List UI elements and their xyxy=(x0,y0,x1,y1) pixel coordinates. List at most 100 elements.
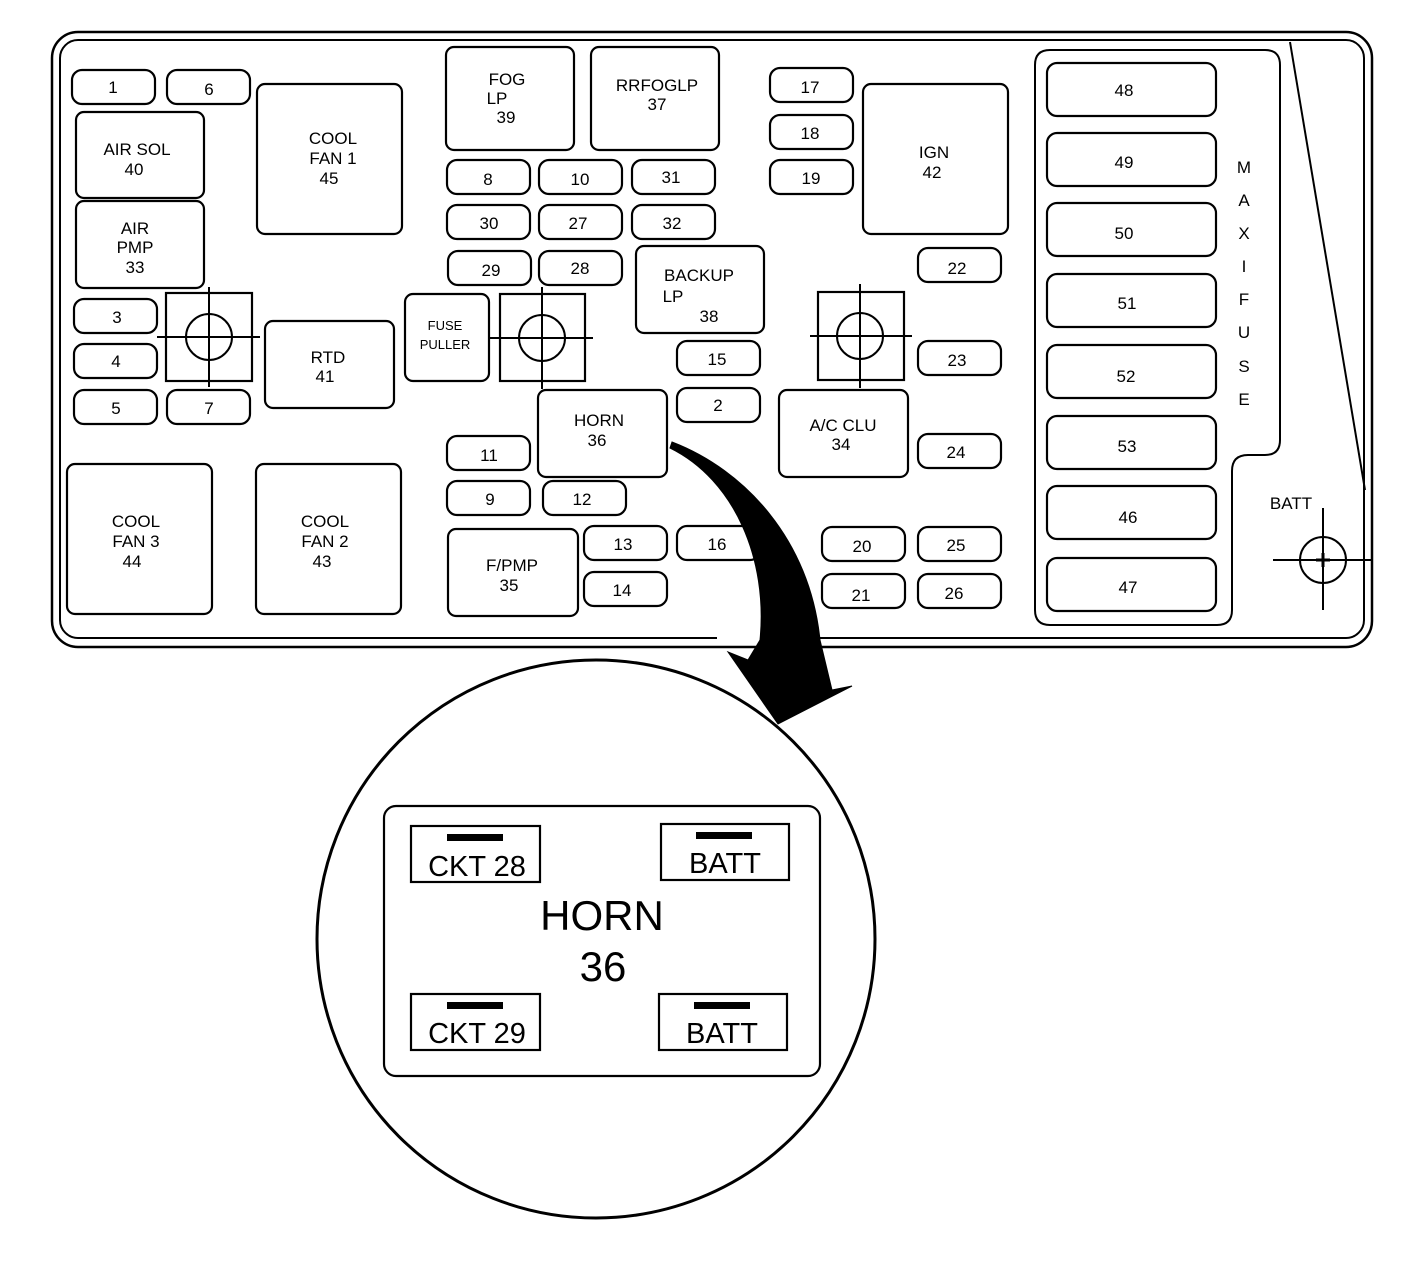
fuse: 14 xyxy=(582,570,669,608)
fuse-number: 12 xyxy=(573,490,592,509)
mounting-bolt-right xyxy=(810,284,912,388)
relay-cool-fan-3: COOL FAN 3 44 xyxy=(65,462,214,616)
fuse-number: 24 xyxy=(947,443,966,462)
maxi-fuse-number: 52 xyxy=(1117,367,1136,386)
terminal-ckt-29: CKT 29 xyxy=(409,992,542,1052)
relay-label: LP xyxy=(663,287,684,306)
maxi-fuse-letter: U xyxy=(1238,323,1250,342)
mounting-bolt-center xyxy=(490,287,593,389)
maxi-fuses: 48 49 50 51 52 53 46 47 xyxy=(1045,61,1218,613)
fuse-number: 9 xyxy=(485,490,494,509)
relay-number: 42 xyxy=(923,163,942,182)
relay-label: FOG xyxy=(489,70,526,89)
horn-relay-detail: CKT 28 BATT CKT 29 BATT HORN 36 xyxy=(315,658,877,1220)
maxi-fuse: 49 xyxy=(1045,131,1218,188)
relay-label: AIR xyxy=(121,219,149,238)
relay-label: BACKUP xyxy=(664,266,734,285)
fuse-puller-label: PULLER xyxy=(420,337,471,352)
maxi-fuse: 48 xyxy=(1045,61,1218,118)
maxi-fuse-letter: A xyxy=(1238,191,1250,210)
fuse: 13 xyxy=(582,524,669,562)
relay-f-pmp: F/PMP 35 xyxy=(446,527,580,618)
maxi-fuse-section xyxy=(1034,49,1281,626)
relay-label: COOL xyxy=(112,512,160,531)
fuse-number: 20 xyxy=(853,537,872,556)
relay-number: 45 xyxy=(320,169,339,188)
relay-label: RTD xyxy=(311,348,346,367)
fuse-number: 17 xyxy=(801,78,820,97)
relay-label: FAN 3 xyxy=(112,532,159,551)
relay-backup-lp: BACKUP LP 38 xyxy=(634,244,766,335)
relay-ign: IGN 42 xyxy=(861,82,1010,236)
relay-label: LP xyxy=(487,89,508,108)
maxi-fuse-letter: E xyxy=(1238,390,1249,409)
fuse-number: 32 xyxy=(663,214,682,233)
relay-number: 33 xyxy=(126,258,145,277)
relay-number: 44 xyxy=(123,552,142,571)
mounting-bolt-left xyxy=(157,287,260,387)
fuse-number: 27 xyxy=(569,214,588,233)
maxi-fuse-label: M A X I F U S E xyxy=(1237,158,1251,409)
fuse: 9 xyxy=(445,479,532,517)
maxi-fuse: 52 xyxy=(1045,343,1218,400)
fuse: 21 xyxy=(820,572,907,610)
maxi-fuse: 50 xyxy=(1045,201,1218,258)
fuse: 11 xyxy=(445,434,532,472)
fuse-number: 26 xyxy=(945,584,964,603)
fuse: 20 xyxy=(820,525,907,563)
fuse-number: 23 xyxy=(948,351,967,370)
fuse-number: 31 xyxy=(662,168,681,187)
fuse-number: 5 xyxy=(111,399,120,418)
relay-label: COOL xyxy=(309,129,357,148)
maxi-fuse-number: 53 xyxy=(1118,437,1137,456)
fuse-puller: FUSE PULLER xyxy=(403,292,491,383)
relay-label: FAN 2 xyxy=(301,532,348,551)
batt-label: BATT xyxy=(1270,494,1312,513)
fuse: 15 xyxy=(675,339,762,377)
maxi-fuse-number: 51 xyxy=(1118,294,1137,313)
fuse-number: 11 xyxy=(480,446,498,465)
maxi-fuse-number: 50 xyxy=(1115,224,1134,243)
fuse: 27 xyxy=(537,203,624,241)
fuse-number: 28 xyxy=(571,259,590,278)
maxi-fuse-number: 47 xyxy=(1119,578,1138,597)
terminal-label: BATT xyxy=(686,1018,758,1050)
relay-number: 36 xyxy=(588,431,607,450)
relay-label: PMP xyxy=(117,238,154,257)
maxi-fuse: 46 xyxy=(1045,484,1218,541)
fuse: 8 xyxy=(445,158,532,196)
relay-ac-clu: A/C CLU 34 xyxy=(777,388,910,479)
fuse: 22 xyxy=(916,246,1003,284)
fuse: 24 xyxy=(916,432,1003,470)
fuse-number: 7 xyxy=(204,399,213,418)
maxi-fuse-number: 48 xyxy=(1115,81,1134,100)
fuse: 25 xyxy=(916,525,1003,563)
relay-cool-fan-2: COOL FAN 2 43 xyxy=(254,462,403,616)
fuse-number: 29 xyxy=(482,261,501,280)
maxi-fuse-letter: M xyxy=(1237,158,1251,177)
housing-slant-edge xyxy=(1289,41,1366,491)
relay-label: RRFOGLP xyxy=(616,76,698,95)
pointer-arrow xyxy=(669,441,853,725)
terminal-label: BATT xyxy=(689,848,761,880)
fuse-number: 30 xyxy=(480,214,499,233)
relay-number: 41 xyxy=(316,367,335,386)
relay-air-sol: AIR SOL 40 xyxy=(74,110,206,200)
maxi-fuse-letter: S xyxy=(1238,357,1249,376)
fuse: 16 xyxy=(675,524,762,562)
mini-fuses: 1 6 3 4 5 7 8 10 31 30 27 32 29 28 17 18… xyxy=(70,66,1003,610)
relay-cool-fan-1: COOL FAN 1 45 xyxy=(255,82,404,236)
fuse-number: 21 xyxy=(852,586,871,605)
relay-number: 40 xyxy=(125,160,144,179)
fuse-puller-label: FUSE xyxy=(428,318,463,333)
fuse: 29 xyxy=(446,249,533,287)
fuse: 18 xyxy=(768,113,855,151)
relay-label: A/C CLU xyxy=(809,416,876,435)
fuse: 7 xyxy=(165,388,252,426)
fuse: 1 xyxy=(70,68,157,106)
fuse: 26 xyxy=(916,572,1003,610)
relay-number: 34 xyxy=(832,435,851,454)
fuse-number: 3 xyxy=(112,308,121,327)
maxi-fuse: 51 xyxy=(1045,272,1218,329)
